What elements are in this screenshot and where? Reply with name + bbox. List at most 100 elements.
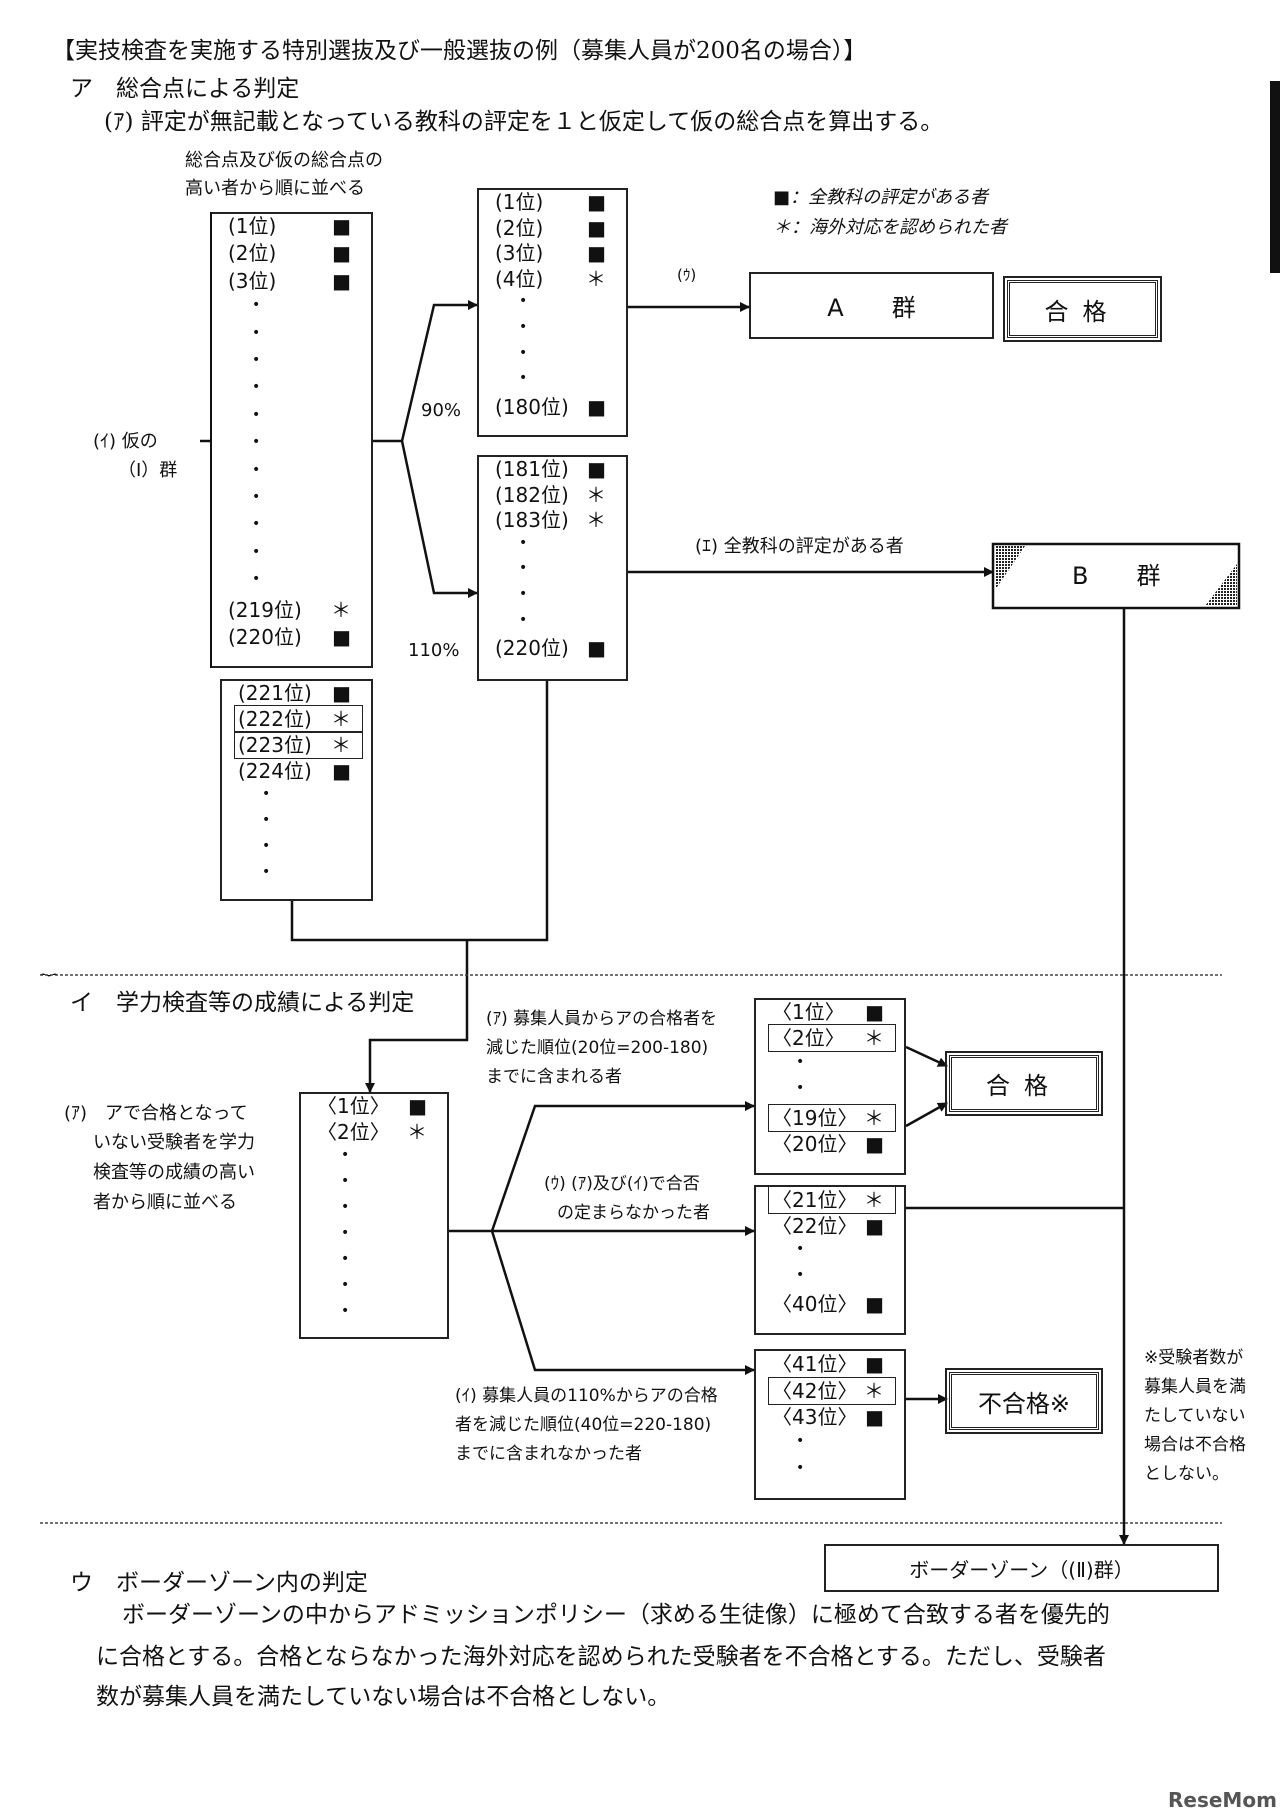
ranking-list-sorted: 〈1位〉■〈2位〉＊••••••• — [299, 1092, 449, 1339]
rank-label: • — [252, 297, 261, 314]
all-subjects-mark-icon: ■ — [332, 681, 351, 705]
rank-label: • — [262, 864, 271, 880]
all-subjects-mark-icon: ■ — [587, 190, 606, 214]
rank-label: (220位) — [495, 636, 569, 661]
rank-label: • — [262, 838, 271, 854]
rank-label: • — [262, 786, 271, 802]
rank-label: 〈43位〉 — [772, 1405, 858, 1430]
pass-badge-a: 合格 — [1003, 276, 1162, 342]
ranking-list-undecided: 〈21位〉＊〈22位〉■••〈40位〉■ — [754, 1185, 906, 1335]
branch-i-3: までに含まれなかった者 — [455, 1444, 642, 1464]
branch-a-3: までに含まれる者 — [486, 1067, 622, 1087]
all-subjects-mark-icon: ■ — [865, 1292, 884, 1316]
group-label-2: （Ⅰ）群 — [118, 460, 178, 481]
all-subjects-mark-icon: ■ — [332, 214, 351, 238]
branch-a-1: (ｱ) 募集人員からアの合格者を — [486, 1009, 718, 1029]
rank-label: • — [796, 1433, 805, 1450]
border-zone-box: ボーダーゾーン（(Ⅱ)群） — [824, 1544, 1219, 1592]
rank-label: • — [252, 406, 261, 423]
all-subjects-mark-icon: ■ — [332, 759, 351, 783]
all-subjects-mark-icon: ■ — [408, 1094, 427, 1118]
overseas-mark-icon: ＊ — [586, 266, 606, 291]
rank-label: • — [519, 534, 528, 551]
rank-label: • — [341, 1147, 350, 1163]
overseas-mark-icon: ＊ — [586, 482, 606, 507]
branch-u-2: の定まらなかった者 — [557, 1203, 710, 1223]
overseas-mark-icon: ＊ — [331, 597, 351, 622]
rank-label: • — [341, 1251, 350, 1267]
rank-label: • — [519, 319, 528, 335]
rank-label: 〈40位〉 — [772, 1292, 858, 1316]
pct-90: 90% — [421, 400, 462, 421]
rank-label: • — [519, 611, 528, 628]
rank-label: • — [341, 1277, 350, 1293]
highlight-frame — [234, 731, 363, 759]
step-i-a-4: 者から順に並べる — [93, 1192, 237, 1213]
all-subjects-mark-icon: ■ — [587, 215, 606, 240]
fail-badge: 不合格※ — [945, 1368, 1103, 1434]
pass-badge-i: 合格 — [945, 1051, 1103, 1116]
all-subjects-mark-icon: ■ — [587, 394, 606, 419]
step-i-a-2: いない受験者を学力 — [93, 1132, 255, 1153]
rank-label: 〈42位〉 — [772, 1378, 858, 1403]
rank-label: 〈41位〉 — [772, 1352, 858, 1376]
group-label-1: (ｲ) 仮の — [93, 431, 158, 452]
section-i-heading: イ 学力検査等の成績による判定 — [70, 990, 415, 1016]
rank-label: 〈1位〉 — [772, 1000, 845, 1024]
footnote-1: ※受験者数が — [1144, 1348, 1244, 1368]
rank-label: (4位) — [495, 266, 544, 291]
ranking-list-main: (1位)■(2位)■(3位)■•••••••••••(219位)＊(220位)■ — [212, 212, 373, 668]
branch-i-1: (ｲ) 募集人員の110%からアの合格 — [455, 1386, 718, 1406]
section-u-body-2: に合格とする。合格とならなかった海外対応を認められた受験者を不合格とする。ただし… — [96, 1644, 1106, 1670]
pct-110: 110% — [408, 640, 460, 661]
rank-label: • — [796, 1241, 805, 1257]
rank-label: (223位) — [238, 733, 312, 757]
rank-label: • — [519, 370, 528, 387]
overseas-mark-icon: ＊ — [407, 1120, 427, 1144]
section-a-step-a: (ｱ) 評定が無記載となっている教科の評定を１と仮定して仮の総合点を算出する。 — [104, 109, 944, 135]
branch-a-2: 減じた順位(20位=200-180) — [486, 1038, 709, 1058]
overseas-mark-icon: ＊ — [331, 733, 351, 757]
rank-label: • — [341, 1173, 350, 1189]
group-a-box: A 群 — [749, 272, 994, 339]
rank-label: • — [519, 560, 528, 577]
rank-label: (2位) — [495, 215, 544, 240]
rank-label: • — [341, 1199, 350, 1215]
pass-label: 合格 — [1044, 297, 1121, 326]
rank-label: • — [252, 461, 261, 478]
footnote-3: たしていない — [1144, 1406, 1246, 1426]
label-e: (ｴ) 全教科の評定がある者 — [695, 536, 904, 557]
fail-label: 不合格※ — [977, 1389, 1071, 1418]
rank-label: (1位) — [228, 214, 277, 238]
rank-label: • — [252, 352, 261, 368]
rank-label: • — [262, 812, 271, 828]
rank-label: • — [341, 1225, 350, 1241]
rank-label: 〈21位〉 — [772, 1188, 858, 1212]
rank-label: (224位) — [238, 759, 312, 783]
footnote-4: 場合は不合格 — [1144, 1435, 1246, 1455]
ranking-list-rest: (221位)■(222位)＊(223位)＊(224位)■•••• — [220, 679, 373, 901]
step-i-a-1: (ｱ) アで合格となって — [64, 1103, 248, 1124]
rank-label: • — [252, 543, 261, 560]
all-subjects-mark-icon: ■ — [865, 1214, 884, 1238]
rank-label: (1位) — [495, 190, 544, 214]
rank-label: (181位) — [495, 457, 569, 481]
rank-label: • — [252, 434, 261, 451]
rank-label: (219位) — [228, 597, 302, 622]
rank-label: (2位) — [228, 241, 277, 266]
rank-label: • — [341, 1303, 350, 1319]
group-b-label: B 群 — [1072, 562, 1161, 590]
all-subjects-mark-icon: ■ — [865, 1405, 884, 1430]
all-subjects-mark-icon: ■ — [865, 1132, 884, 1156]
border-zone-label: ボーダーゾーン（(Ⅱ)群） — [909, 1557, 1134, 1582]
rank-label: • — [519, 586, 528, 602]
step-i-a-3: 検査等の成績の高い — [93, 1162, 255, 1183]
all-subjects-mark-icon: ■ — [587, 457, 606, 481]
rank-label: • — [252, 516, 261, 533]
all-subjects-mark-icon: ■ — [587, 636, 606, 661]
rank-label: • — [796, 1053, 805, 1070]
highlight-frame — [768, 1103, 896, 1132]
overseas-mark-icon: ＊ — [864, 1378, 884, 1403]
rank-label: • — [519, 344, 528, 361]
